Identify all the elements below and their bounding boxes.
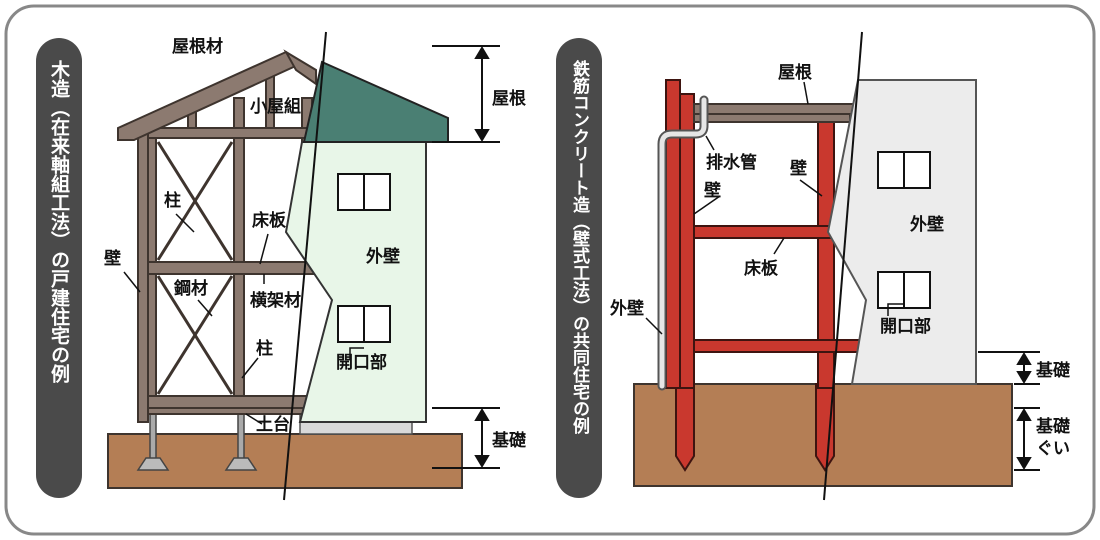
label-steel-member: 鋼材 [173, 278, 208, 299]
rc-windows [877, 151, 931, 309]
label-horizontal-member: 横架材 [250, 290, 301, 311]
rc-apartment-diagram: 鉄筋コンクリート造（壁式工法）の共同住宅の例 [556, 31, 1071, 501]
label-attic-frame: 小屋組 [250, 96, 301, 117]
rc-leaders [645, 81, 904, 335]
rc-drain-pipe [659, 97, 707, 389]
label-floorboard: 床板 [252, 210, 287, 231]
wooden-footings [136, 411, 258, 471]
label-roof: 屋根 [492, 88, 526, 109]
label-sill: 土台 [256, 414, 290, 435]
label-pillar-lower: 柱 [256, 338, 273, 359]
label-rc-roof: 屋根 [778, 62, 812, 83]
rc-dimensions [978, 351, 1040, 471]
rc-title: 鉄筋コンクリート造（壁式工法）の共同住宅の例 [569, 59, 591, 434]
rc-roof-slab [693, 103, 855, 123]
label-pillar-upper: 柱 [164, 190, 181, 211]
label-rc-wall-left: 壁 [704, 180, 721, 201]
wooden-dimensions [432, 45, 500, 469]
wooden-title-band [36, 38, 82, 498]
label-drain-pipe: 排水管 [706, 152, 757, 173]
rc-cut-line [823, 31, 863, 501]
label-foundation: 基礎 [491, 430, 527, 451]
label-wall: 壁 [104, 248, 121, 269]
wooden-title: 木造（在来軸組工法）の戸建住宅の例 [48, 59, 71, 384]
label-outer-wall: 外壁 [366, 246, 400, 267]
wooden-house-diagram: 木造（在来軸組工法）の戸建住宅の例 [36, 31, 527, 501]
label-opening: 開口部 [336, 352, 387, 373]
label-rc-foundation: 基礎 [1035, 360, 1071, 381]
label-rc-outer-wall-left: 外壁 [610, 298, 644, 319]
rc-title-band [556, 38, 602, 498]
label-rc-wall-right: 壁 [790, 158, 807, 179]
label-roof-material: 屋根材 [172, 36, 223, 57]
label-rc-outer-wall-right: 外壁 [910, 214, 944, 235]
wooden-windows [337, 173, 391, 343]
rc-outer-wall [826, 79, 977, 385]
wooden-roof-frame [117, 49, 317, 141]
wooden-leaders [123, 213, 364, 425]
wooden-cut-line [283, 31, 327, 501]
wooden-braces [156, 141, 234, 395]
label-rc-floorboard: 床板 [744, 258, 779, 279]
label-rc-pile-2: ぐい [1036, 439, 1070, 459]
label-rc-opening: 開口部 [880, 316, 931, 337]
label-rc-pile-1: 基礎 [1035, 416, 1071, 437]
